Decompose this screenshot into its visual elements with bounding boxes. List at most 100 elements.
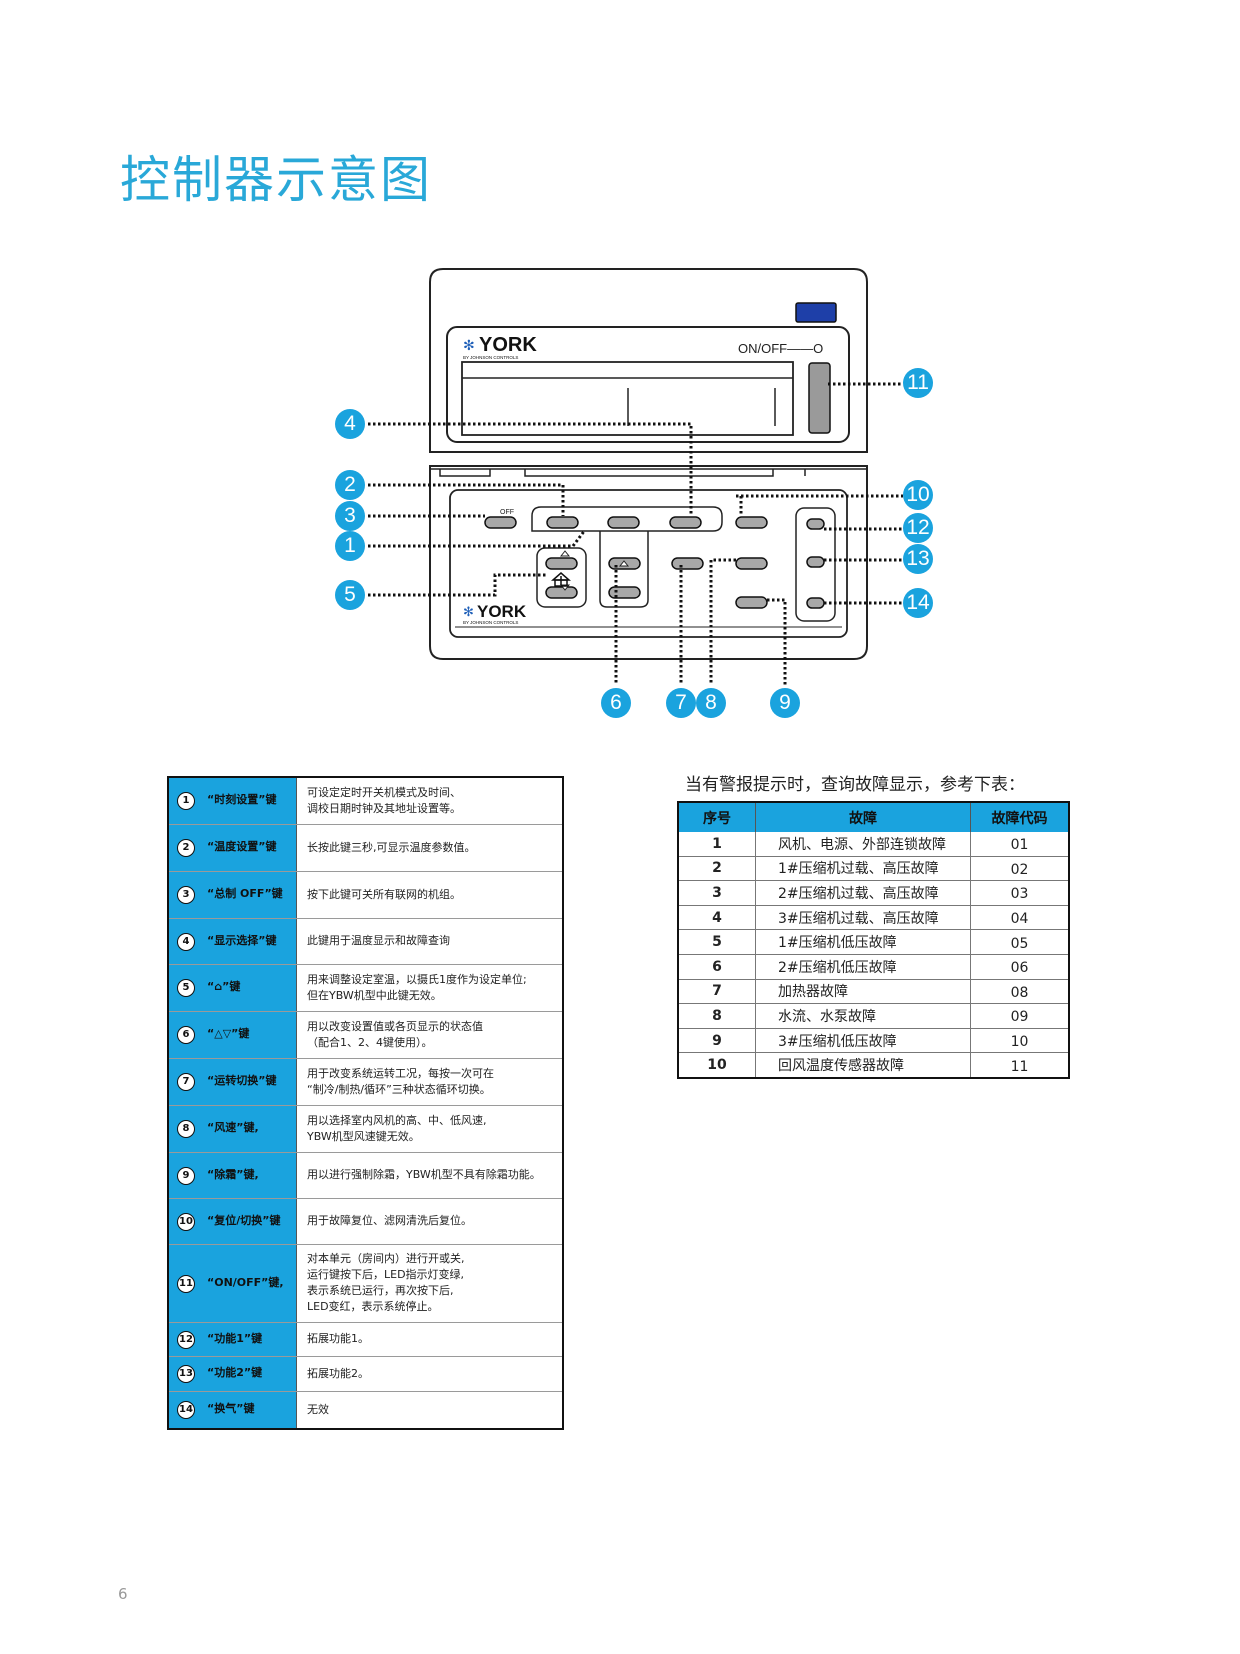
key-description-cell: 用以进行强制除霜，YBW机型不具有除霜功能。: [296, 1152, 563, 1199]
callout-9: 9: [770, 688, 800, 718]
key-table-row: 4“显示选择”键此键用于温度显示和故障查询: [168, 918, 563, 965]
page-title: 控制器示意图: [120, 151, 432, 209]
key-name-cell: 6 “△▽”键: [168, 1011, 297, 1059]
key-name: “风速”键,: [207, 1121, 259, 1134]
key-description-cell: 拓展功能1。: [296, 1322, 563, 1357]
callout-11: 11: [903, 368, 933, 398]
key-name: “时刻设置”键: [207, 793, 277, 807]
key-number: 1: [177, 792, 195, 811]
key-table-row: 8“风速”键,用以选择室内风机的高、中、低风速,YBW机型风速键无效。: [168, 1105, 563, 1153]
fault-code-cell: 06: [970, 954, 1069, 980]
fault-desc-cell: 2#压缩机过载、高压故障: [755, 880, 971, 906]
display-select-button: [669, 516, 702, 529]
key-number: 3: [177, 886, 195, 904]
key-description-table: 1“时刻设置”键可设定定时开关机模式及时间、调校日期时钟及其地址设置等。2“温度…: [167, 776, 564, 1430]
key-table-row: 5“⌂”键用来调整设定室温，以摄氏1度作为设定单位;但在YBW机型中此键无效。: [168, 964, 563, 1012]
callout-10: 10: [903, 480, 933, 510]
fault-desc-cell: 水流、水泵故障: [755, 1003, 971, 1029]
function1-button: [806, 518, 825, 530]
down-button: [608, 586, 641, 599]
key-description-cell: 用于改变系统运转工况，每按一次可在“制冷/制热/循环”三种状态循环切换。: [296, 1058, 563, 1106]
key-description-line: 用来调整设定室温，以摄氏1度作为设定单位;: [307, 972, 527, 986]
leader-lines: [368, 382, 903, 685]
key-description-cell: 长按此键三秒,可显示温度参数值。: [296, 824, 563, 872]
york-logo-top: ✻ YORK BY JOHNSON CONTROLS: [463, 334, 537, 360]
key-description-line: 表示系统已运行，再次按下后,: [307, 1284, 454, 1297]
york-logo-bottom: ✻ YORK BY JOHNSON CONTROLS: [463, 602, 527, 625]
key-description-line: YBW机型风速键无效。: [307, 1129, 420, 1143]
key-number: 10: [177, 1212, 195, 1231]
key-name-cell: 12 “功能1”键: [168, 1322, 297, 1357]
fault-no-cell: 4: [678, 905, 756, 931]
fault-desc-cell: 3#压缩机过载、高压故障: [755, 905, 971, 931]
key-name: “⌂”键: [207, 980, 241, 993]
key-description-cell: 可设定定时开关机模式及时间、调校日期时钟及其地址设置等。: [296, 777, 563, 825]
key-number: 12: [177, 1330, 195, 1349]
time-setting-button: [607, 516, 640, 529]
key-description-line: LED变红，表示系统停止。: [307, 1300, 439, 1313]
key-name-cell: 1 “时刻设置”键: [168, 777, 297, 825]
key-description-cell: 此键用于温度显示和故障查询: [296, 918, 563, 965]
callout-7: 7: [666, 688, 696, 718]
key-description-line: 拓展功能1。: [307, 1332, 369, 1345]
key-name-cell: 14“换气”键: [168, 1391, 297, 1430]
off-label: OFF: [500, 509, 514, 516]
callout-3: 3: [335, 501, 365, 531]
key-name: “除霜”键,: [207, 1167, 259, 1181]
fault-desc-cell: 2#压缩机低压故障: [755, 954, 971, 980]
key-name-cell: 5“⌂”键: [168, 964, 297, 1012]
key-name: “总制 OFF”键: [207, 887, 283, 900]
fault-no-cell: 9: [678, 1028, 756, 1054]
key-description-line: 可设定定时开关机模式及时间、: [307, 785, 461, 799]
fault-desc-cell: 回风温度传感器故障: [755, 1052, 971, 1079]
on-off-label: ON/OFF——O: [738, 341, 823, 356]
fault-code-cell: 03: [970, 880, 1069, 906]
brand-name-bottom: YORK: [477, 602, 527, 621]
fault-code-cell: 09: [970, 1003, 1069, 1029]
key-table-row: 3“总制 OFF”键按下此键可关所有联网的机组。: [168, 871, 563, 919]
brand-sub-bottom: BY JOHNSON CONTROLS: [463, 620, 518, 625]
key-description-line: “制冷/制热/循环”三种状态循环切换。: [307, 1082, 491, 1096]
room-up-button: [545, 557, 578, 570]
key-description-line: 用以改变设置值或各页显示的状态值: [307, 1019, 483, 1033]
key-number: 9: [177, 1166, 195, 1185]
callout-5: 5: [335, 580, 365, 610]
fault-intro: 当有警报提示时，查询故障显示，参考下表：: [685, 775, 1025, 795]
key-description-line: （配合1、2、4键使用）。: [307, 1035, 433, 1049]
key-number: 11: [177, 1274, 195, 1293]
fault-code-cell: 08: [970, 979, 1069, 1005]
callout-2: 2: [335, 470, 365, 500]
room-icon: [551, 572, 571, 587]
fault-desc-cell: 风机、电源、外部连锁故障: [755, 832, 971, 857]
key-description-line: 对本单元（房间内）进行开或关,: [307, 1252, 465, 1265]
key-table-row: 14“换气”键无效: [168, 1391, 563, 1430]
key-number: 4: [177, 932, 195, 951]
key-name-cell: 10“复位/切换”键: [168, 1198, 297, 1245]
callout-8: 8: [696, 688, 726, 718]
function2-button: [806, 556, 825, 568]
fault-no-cell: 1: [678, 832, 756, 857]
key-name-cell: 9 “除霜”键,: [168, 1152, 297, 1199]
callout-1: 1: [335, 531, 365, 561]
key-description-cell: 拓展功能2。: [296, 1356, 563, 1392]
key-description-cell: 对本单元（房间内）进行开或关,运行键按下后，LED指示灯变绿,表示系统已运行，再…: [296, 1244, 563, 1323]
svg-text:✻: ✻: [463, 338, 475, 354]
fault-code-cell: 02: [970, 856, 1069, 882]
key-table-row: 13“功能2”键拓展功能2。: [168, 1356, 563, 1392]
key-number: 6: [177, 1026, 195, 1044]
reset-switch-button: [735, 516, 768, 529]
fault-desc-cell: 1#压缩机过载、高压故障: [755, 856, 971, 882]
fault-no-cell: 7: [678, 979, 756, 1005]
key-name: “△▽”键: [207, 1027, 250, 1040]
fault-no-cell: 3: [678, 880, 756, 906]
key-name: “功能1”键: [207, 1331, 263, 1345]
